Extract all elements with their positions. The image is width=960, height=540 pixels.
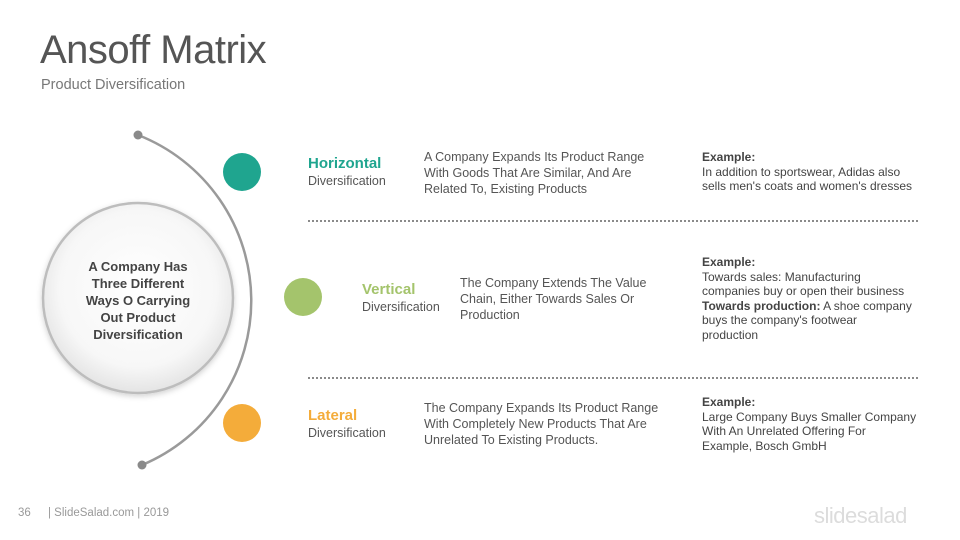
desc-line: A Company Expands Its Product Range [424,150,645,164]
desc-line: Production [460,308,520,322]
desc-line: The Company Expands Its Product Range [424,401,659,415]
center-text-line: Ways O Carrying [85,293,191,308]
arc-end-dot [137,460,147,470]
example-line: buys the company's footwear [702,313,858,327]
horizontal-title: Horizontal [308,155,382,172]
center-circle [41,201,235,395]
lateral-example: Example: Large Company Buys Smaller Comp… [702,395,942,453]
desc-line: The Company Extends The Value [460,276,647,290]
example-line: production [702,327,759,342]
example-heading: Example: [702,255,756,269]
slidesalad-logo: slidesalad [814,503,907,528]
example-line: In addition to sportswear, Adidas also [702,164,901,179]
example-line: Example, Bosch GmbH [702,438,827,453]
footer: 36 | SlideSalad.com | 2019 [18,507,169,519]
vertical-dot [284,278,322,316]
page-title: Ansoff Matrix [40,28,267,72]
page-subtitle: Product Diversification [41,77,186,93]
horizontal-dot [223,153,261,191]
vertical-subtitle: Diversification [362,300,440,314]
vertical-example: Example: Towards sales: Manufacturing co… [702,255,942,342]
example-line: Towards sales: Manufacturing [702,269,861,284]
center-text-line: Three Different [91,276,185,291]
connector-arc [137,133,253,467]
example-heading: Example: [702,395,756,409]
footer-text: | SlideSalad.com | 2019 [48,507,170,519]
lateral-description: The Company Expands Its Product Range Wi… [424,400,684,448]
horizontal-subtitle: Diversification [308,174,386,188]
arc-start-dot [133,130,143,140]
desc-line: Unrelated To Existing Products. [424,433,599,447]
center-text-line: Diversification [93,327,183,342]
example-line: companies buy or open their business [702,284,905,298]
desc-line: With Completely New Products That Are [424,417,647,431]
center-text-line: A Company Has [88,259,188,274]
divider [308,220,918,222]
lateral-label: Lateral Diversification [308,407,386,440]
example-line: With An Unrelated Offering For [702,424,866,438]
desc-line: With Goods That Are Similar, And Are [424,166,632,180]
lateral-dot [223,404,261,442]
page-number: 36 [18,507,31,519]
horizontal-label: Horizontal Diversification [308,155,386,188]
vertical-description: The Company Extends The Value Chain, Eit… [460,275,680,323]
center-text-line: Out Product [100,310,176,325]
divider [308,377,918,379]
desc-line: Related To, Existing Products [424,182,588,196]
center-circle-text: A Company Has Three Different Ways O Car… [70,258,206,343]
example-line: Large Company Buys Smaller Company [702,409,917,424]
vertical-title: Vertical [362,281,416,298]
horizontal-example: Example: In addition to sportswear, Adid… [702,150,942,194]
example-heading: Example: [702,150,756,164]
vertical-label: Vertical Diversification [362,281,440,314]
example-bold: Towards production: [702,298,821,313]
example-line: A shoe company [820,298,912,313]
example-line: sells men's coats and women's dresses [702,179,913,193]
horizontal-description: A Company Expands Its Product Range With… [424,149,684,197]
desc-line: Chain, Either Towards Sales Or [460,292,635,306]
lateral-subtitle: Diversification [308,426,386,440]
lateral-title: Lateral [308,407,358,424]
